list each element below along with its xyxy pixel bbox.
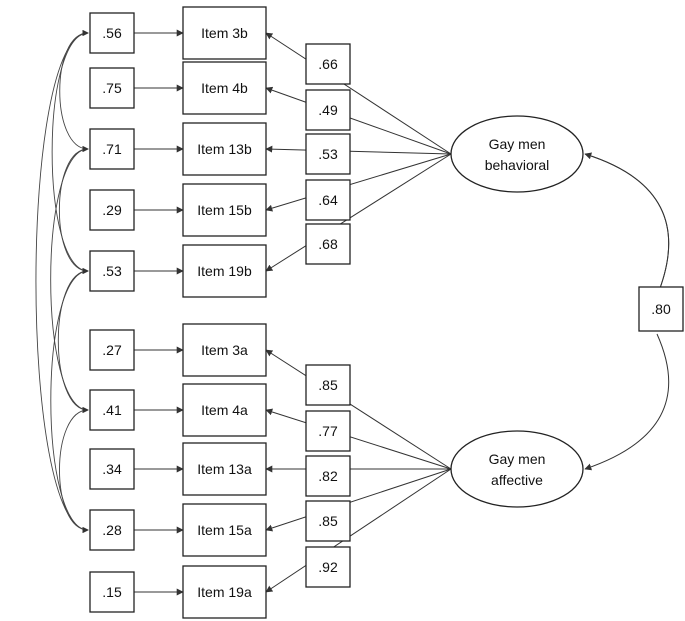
item-item13b-error-box: [89, 128, 135, 170]
factor-affective-label-line1: Gay men: [489, 451, 546, 467]
item-item13b-error-value: .71: [102, 141, 122, 157]
factor-affective-ellipse: [450, 430, 584, 508]
item-item4b-loading-box: [305, 89, 351, 131]
item-item19b-loading-value: .68: [318, 236, 338, 252]
item-item15b-error-box: [89, 189, 135, 231]
item-item15b-loading-value: .64: [318, 192, 338, 208]
item-item3a-error-box: [89, 329, 135, 371]
item-item15b-box: [182, 183, 267, 237]
error-covariance-arc: [50, 145, 89, 414]
connector-lines: [35, 29, 452, 596]
factor-affective: Gay men affective: [450, 430, 584, 508]
item-item19a-loading-arrow: [265, 468, 452, 593]
item-item3b-loading-value: .66: [318, 56, 338, 72]
item-item19b-loading-box: [305, 223, 351, 265]
item-item3a-error-value: .27: [102, 342, 122, 358]
error-covariance-arc: [57, 267, 89, 414]
factor-correlation: .80: [584, 152, 684, 469]
item-item15a-label: Item 15a: [197, 522, 252, 538]
item-item15b-error-value: .29: [102, 202, 122, 218]
item-item4a-loading-arrow: [265, 408, 452, 470]
factor-affective-label-line2: affective: [491, 472, 543, 488]
item-item15a-loading-arrow: [265, 468, 452, 532]
item-item15a-error-value: .28: [102, 522, 122, 538]
item-item3b-error-value: .56: [102, 25, 122, 41]
item-item19a-label: Item 19a: [197, 584, 252, 600]
item-item19a-loading-box: [305, 546, 351, 588]
item-item19b-error-value: .53: [102, 263, 122, 279]
factor-correlation-value: .80: [651, 301, 671, 317]
item-item19a-box: [182, 565, 267, 619]
item-item3b-box: [182, 6, 267, 60]
item-item3a-label: Item 3a: [201, 342, 248, 358]
item-item13a-loading-box: [305, 455, 351, 497]
item-item4b-loading-arrow: [265, 86, 452, 155]
item-item3b-error-box: [89, 12, 135, 54]
item-item3a-loading-value: .85: [318, 377, 338, 393]
item-item15b-loading-box: [305, 179, 351, 221]
diagram-nodes: .56 Item 3b .66 .75 Item 4b .49 .71 Item 13b .53…: [89, 6, 351, 619]
item-item4a-label: Item 4a: [201, 402, 248, 418]
item-item13b-loading-arrow: [265, 145, 452, 155]
item-item13b-box: [182, 122, 267, 176]
item-item4a-error-value: .41: [102, 402, 122, 418]
item-item4a-box: [182, 383, 267, 437]
item-item13b-loading-box: [305, 133, 351, 175]
item-item4b-error-box: [89, 67, 135, 109]
item-item13a-box: [182, 442, 267, 496]
item-item13b-label: Item 13b: [197, 141, 252, 157]
error-covariance-arc: [59, 406, 89, 534]
error-covariance-arc: [35, 29, 89, 534]
item-item19a-error-box: [89, 571, 135, 613]
item-item15b-label: Item 15b: [197, 202, 252, 218]
factor-correlation-box: [638, 286, 684, 332]
item-item13b-loading-value: .53: [318, 146, 338, 162]
item-item3a-box: [182, 323, 267, 377]
item-item13a-label: Item 13a: [197, 461, 252, 477]
factor-correlation-arc-start: [584, 152, 670, 297]
item-item4a-loading-box: [305, 410, 351, 452]
factor-behavioral: Gay men behavioral: [450, 115, 584, 193]
item-item4b-label: Item 4b: [201, 80, 248, 96]
item-item4b-error-value: .75: [102, 80, 122, 96]
item-item13a-error-box: [89, 448, 135, 490]
item-item3b-loading-box: [305, 43, 351, 85]
factor-behavioral-ellipse: [450, 115, 584, 193]
item-item3a-loading-arrow: [265, 349, 452, 470]
item-item3a-loading-box: [305, 364, 351, 406]
item-item4b-loading-value: .49: [318, 102, 338, 118]
error-covariance-arc: [59, 145, 89, 275]
item-item4a-loading-value: .77: [318, 423, 338, 439]
item-item15a-loading-value: .85: [318, 513, 338, 529]
error-covariance-arc: [51, 29, 89, 275]
item-item13a-error-value: .34: [102, 461, 122, 477]
item-item19b-error-box: [89, 250, 135, 292]
error-covariance-arc: [59, 29, 89, 153]
item-item13a-loading-value: .82: [318, 468, 338, 484]
item-item19b-label: Item 19b: [197, 263, 252, 279]
error-covariance-arc: [50, 267, 89, 534]
factor-behavioral-label-line2: behavioral: [485, 157, 550, 173]
item-item3b-loading-arrow: [265, 32, 452, 155]
item-item15a-box: [182, 503, 267, 557]
item-item4a-error-box: [89, 389, 135, 431]
item-item19a-loading-value: .92: [318, 559, 338, 575]
item-item19b-box: [182, 244, 267, 298]
item-item19a-error-value: .15: [102, 584, 122, 600]
item-item15a-error-box: [89, 509, 135, 551]
item-item3b-label: Item 3b: [201, 25, 248, 41]
item-item15a-loading-box: [305, 500, 351, 542]
item-item15b-loading-arrow: [265, 153, 452, 212]
item-item4b-box: [182, 61, 267, 115]
factor-behavioral-label-line1: Gay men: [489, 136, 546, 152]
item-item19b-loading-arrow: [265, 153, 452, 272]
